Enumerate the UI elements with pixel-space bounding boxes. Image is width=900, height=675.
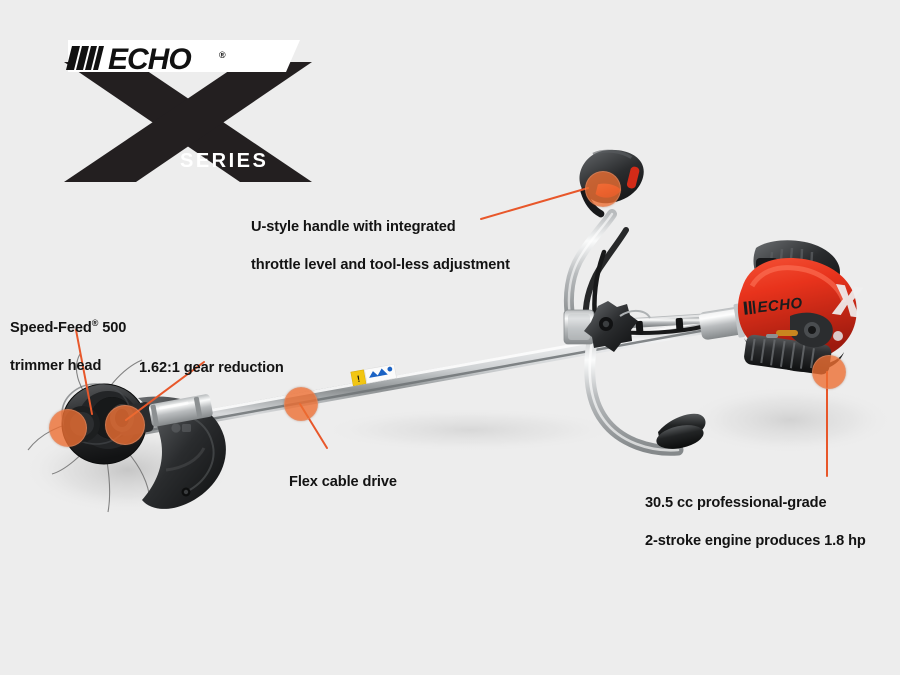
svg-text:ECHO: ECHO xyxy=(757,295,804,317)
callout-label-gear: 1.62:1 gear reduction xyxy=(139,340,284,397)
logo-series-text: SERIES xyxy=(180,150,268,172)
callout-speedfeed-line2: trimmer head xyxy=(10,357,102,374)
callout-engine-line2: 2-stroke engine produces 1.8 hp xyxy=(645,533,866,549)
callout-gear-line1: 1.62:1 gear reduction xyxy=(139,360,284,376)
logo-registered-mark: ® xyxy=(219,50,226,60)
callout-dot-speedfeed xyxy=(49,409,87,447)
speedfeed-trademark: ® xyxy=(91,318,99,328)
callout-engine-line1: 30.5 cc professional-grade xyxy=(645,495,827,511)
callout-handle-line2: throttle level and tool-less adjustment xyxy=(251,257,510,273)
callout-dot-gear xyxy=(105,405,145,445)
speedfeed-name: Speed-Feed xyxy=(10,319,92,336)
callout-handle-line1: U-style handle with integrated xyxy=(251,219,456,235)
speedfeed-model: 500 xyxy=(102,319,127,336)
callout-speedfeed-line1: Speed-Feed® 500 xyxy=(10,314,126,338)
callout-label-speedfeed: Speed-Feed® 500 trimmer head xyxy=(10,295,126,395)
leader-line-speedfeed xyxy=(75,329,93,415)
callout-label-handle: U-style handle with integrated throttle … xyxy=(251,199,510,294)
echo-x-series-logo: ECHO ® SERIES xyxy=(62,32,314,190)
callout-label-engine: 30.5 cc professional-grade 2-stroke engi… xyxy=(645,475,866,570)
logo-brand-text: ECHO xyxy=(108,43,191,76)
svg-text:!: ! xyxy=(356,374,361,384)
callout-dot-engine xyxy=(812,355,846,389)
leader-line-handle xyxy=(480,187,589,220)
callout-dot-flex xyxy=(284,387,318,421)
callout-label-flex: Flex cable drive xyxy=(289,454,397,511)
callout-flex-line1: Flex cable drive xyxy=(289,474,397,490)
callout-dot-handle xyxy=(585,171,621,207)
